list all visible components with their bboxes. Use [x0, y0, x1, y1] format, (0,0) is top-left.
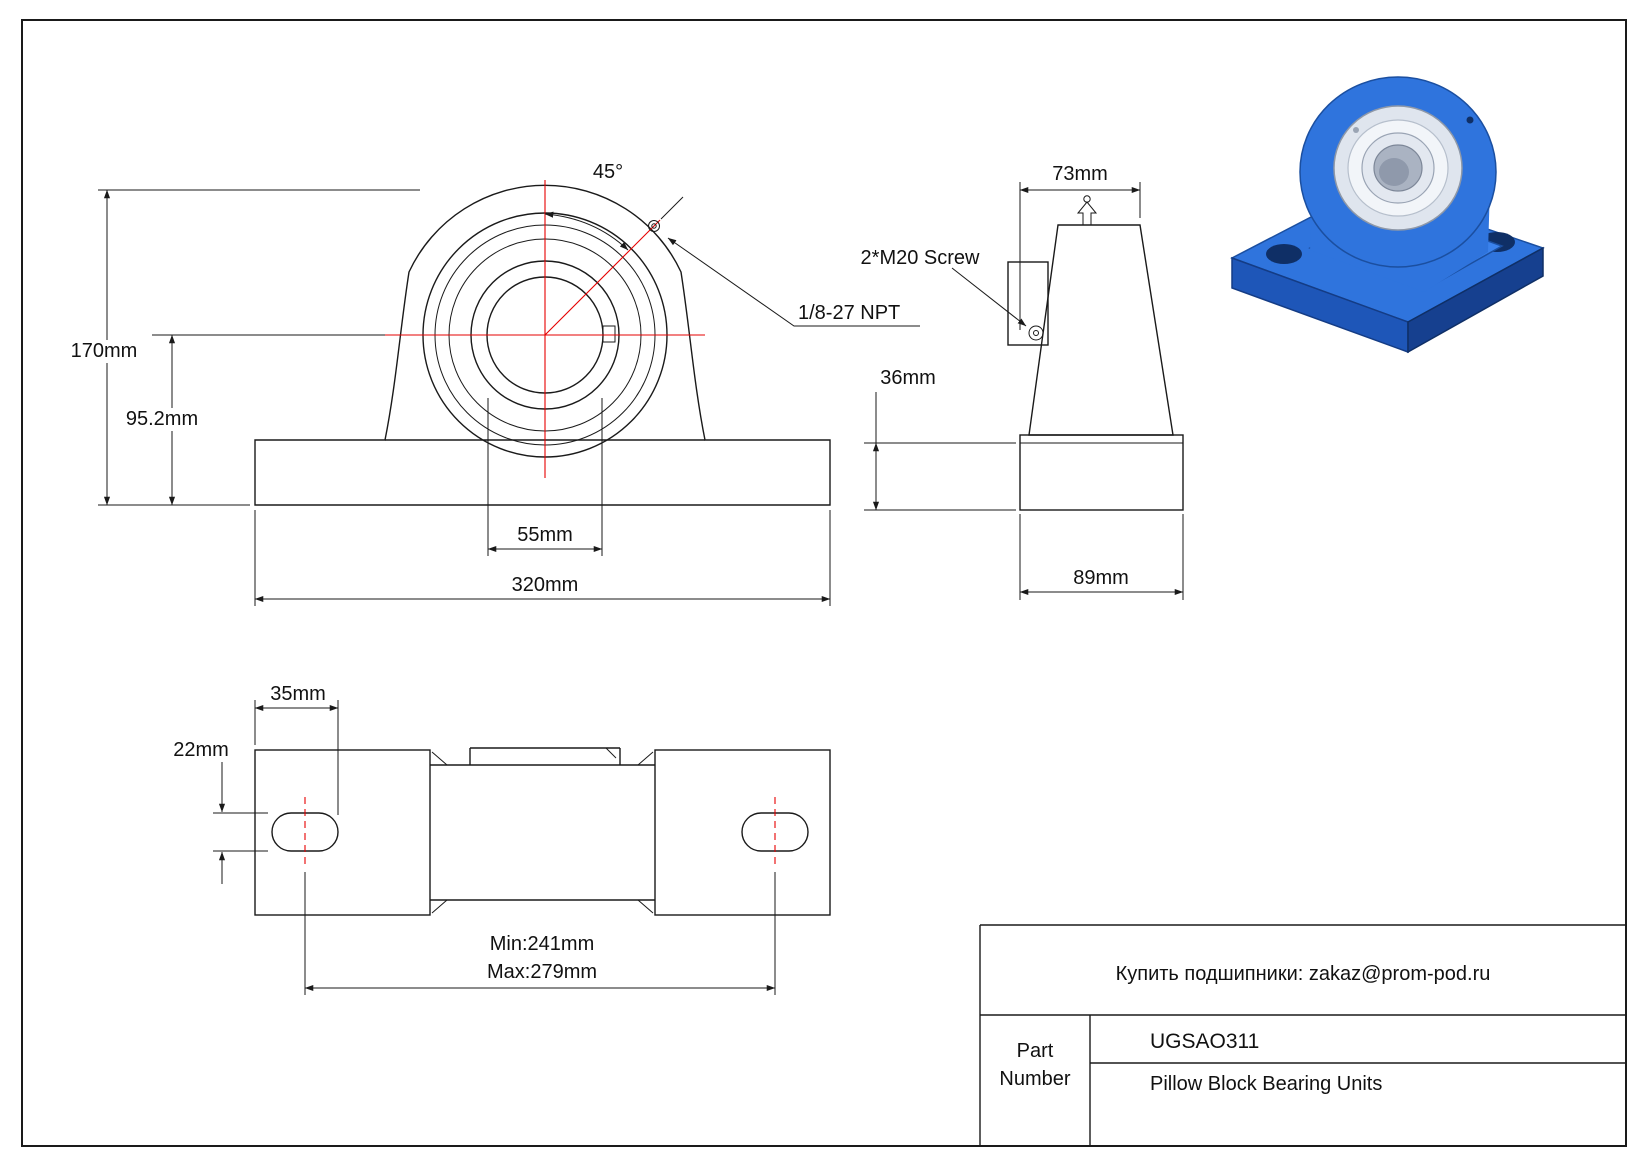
- dim-max-label: Max:279mm: [487, 961, 597, 983]
- bottom-view: 35mm 22mm Min:241mm Max:279mm: [173, 683, 831, 995]
- dim-bore-label: 55mm: [517, 524, 573, 546]
- setscrew-notch: [602, 325, 616, 343]
- housing-outline: [254, 184, 831, 506]
- dim-base-width: 89mm: [1019, 514, 1184, 600]
- side-body: [1028, 224, 1174, 436]
- side-boss: [1007, 261, 1049, 346]
- boss-projection: [469, 747, 621, 765]
- dim-height-center-label: 95.2mm: [126, 408, 198, 430]
- dim-base-length: 320mm: [254, 510, 831, 606]
- npt-label: 1/8-27 NPT: [798, 302, 900, 324]
- side-view: 73mm 2*M20 Screw 36mm 89mm: [861, 163, 1184, 600]
- screw-leader: 2*M20 Screw: [861, 247, 1027, 327]
- dim-base-width-label: 89mm: [1073, 567, 1129, 589]
- dim-min-label: Min:241mm: [490, 933, 594, 955]
- dim-bolt-span: Min:241mm Max:279mm: [304, 872, 776, 995]
- part-number: UGSAO311: [1150, 1030, 1259, 1053]
- set-screw: [1028, 325, 1044, 341]
- dim-bore: 55mm: [487, 398, 603, 556]
- dim-top-width-label: 73mm: [1052, 163, 1108, 185]
- left-foot: [254, 749, 431, 916]
- contact-text: Купить подшипники: zakaz@prom-pod.ru: [1116, 963, 1491, 985]
- dim-base-thickness-label: 36mm: [880, 367, 936, 389]
- render-base-right: [1407, 246, 1544, 354]
- dim-base-thickness: 36mm: [864, 367, 1016, 511]
- dim-height-center: 95.2mm: [112, 334, 385, 506]
- dim-height-total: 170mm: [58, 189, 420, 506]
- dim-slot-width-label: 22mm: [173, 739, 229, 761]
- render-bore-shadow: [1379, 158, 1409, 186]
- page-border: [21, 19, 1627, 1147]
- npt-leader: 1/8-27 NPT: [667, 237, 920, 327]
- screw-label: 2*M20 Screw: [861, 247, 980, 269]
- dim-slot-width: 22mm: [173, 739, 268, 884]
- dim-slot-length: 35mm: [254, 683, 339, 815]
- part-label-line1: Part: [1017, 1040, 1054, 1062]
- render-3d: [1230, 76, 1545, 354]
- render-bolt-hole-left: [1266, 244, 1302, 264]
- part-description: Pillow Block Bearing Units: [1150, 1073, 1382, 1095]
- side-base: [1019, 434, 1184, 511]
- grease-fitting: [648, 196, 684, 232]
- right-foot: [654, 749, 831, 916]
- grease-nipple: [1076, 195, 1098, 226]
- render-screw-dot-2: [1353, 127, 1359, 133]
- part-label-line2: Number: [999, 1068, 1070, 1090]
- dim-base-length-label: 320mm: [512, 574, 579, 596]
- front-view: 45° 1/8-27 NPT 170mm 95.2mm 55mm: [58, 161, 920, 606]
- render-screw-dot-1: [1466, 116, 1474, 124]
- dim-top-width: 73mm: [1019, 163, 1141, 330]
- centerlines: [385, 180, 705, 478]
- dim-height-total-label: 170mm: [71, 340, 138, 362]
- dim-slot-length-label: 35mm: [270, 683, 326, 705]
- dim-angle-label: 45°: [593, 161, 623, 183]
- title-block: Купить подшипники: zakaz@prom-pod.ru Par…: [979, 924, 1626, 1146]
- dim-angle: 45°: [544, 161, 629, 251]
